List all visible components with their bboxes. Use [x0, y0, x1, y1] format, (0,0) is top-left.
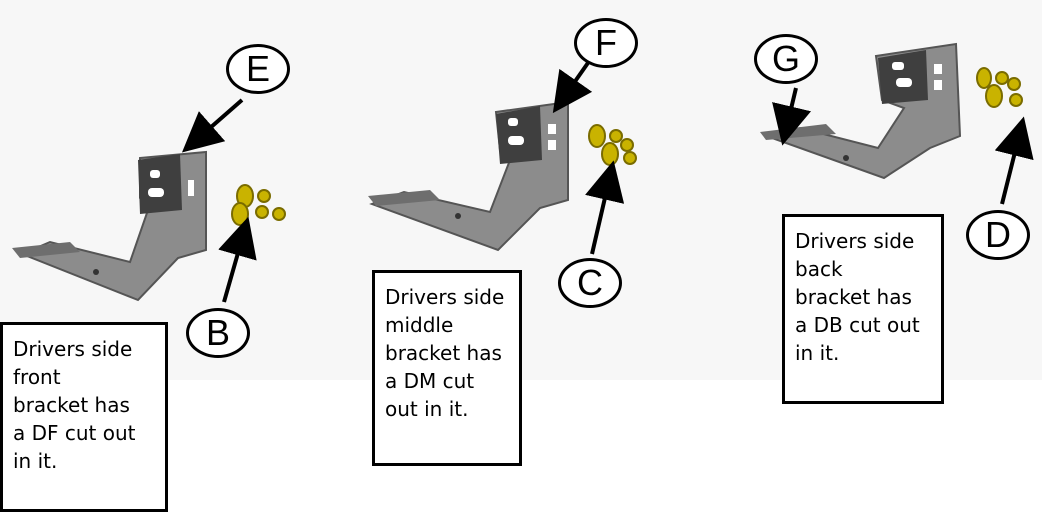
- callout-d: D: [966, 210, 1030, 260]
- middle-washers: [588, 124, 637, 166]
- arrow-b: [218, 216, 257, 303]
- arrow-d: [994, 116, 1034, 205]
- middle-bracket: [368, 100, 569, 252]
- note-back-bracket: Drivers side back bracket has a DB cut o…: [782, 214, 944, 404]
- callout-b: B: [186, 308, 250, 358]
- arrow-g: [772, 87, 812, 146]
- note-front-bracket: Drivers side front bracket has a DF cut …: [0, 322, 168, 512]
- back-washers: [976, 67, 1023, 108]
- front-bracket: [12, 150, 207, 302]
- arrows: [181, 58, 1034, 303]
- front-washers: [231, 184, 286, 226]
- callout-c: C: [558, 258, 622, 308]
- arrow-c: [585, 160, 625, 255]
- callout-g: G: [754, 34, 818, 84]
- callout-f: F: [574, 18, 638, 68]
- callout-e: E: [226, 44, 290, 94]
- arrow-f: [552, 58, 593, 114]
- note-middle-bracket: Drivers side middle bracket has a DM cut…: [372, 270, 522, 466]
- arrow-e: [181, 98, 244, 153]
